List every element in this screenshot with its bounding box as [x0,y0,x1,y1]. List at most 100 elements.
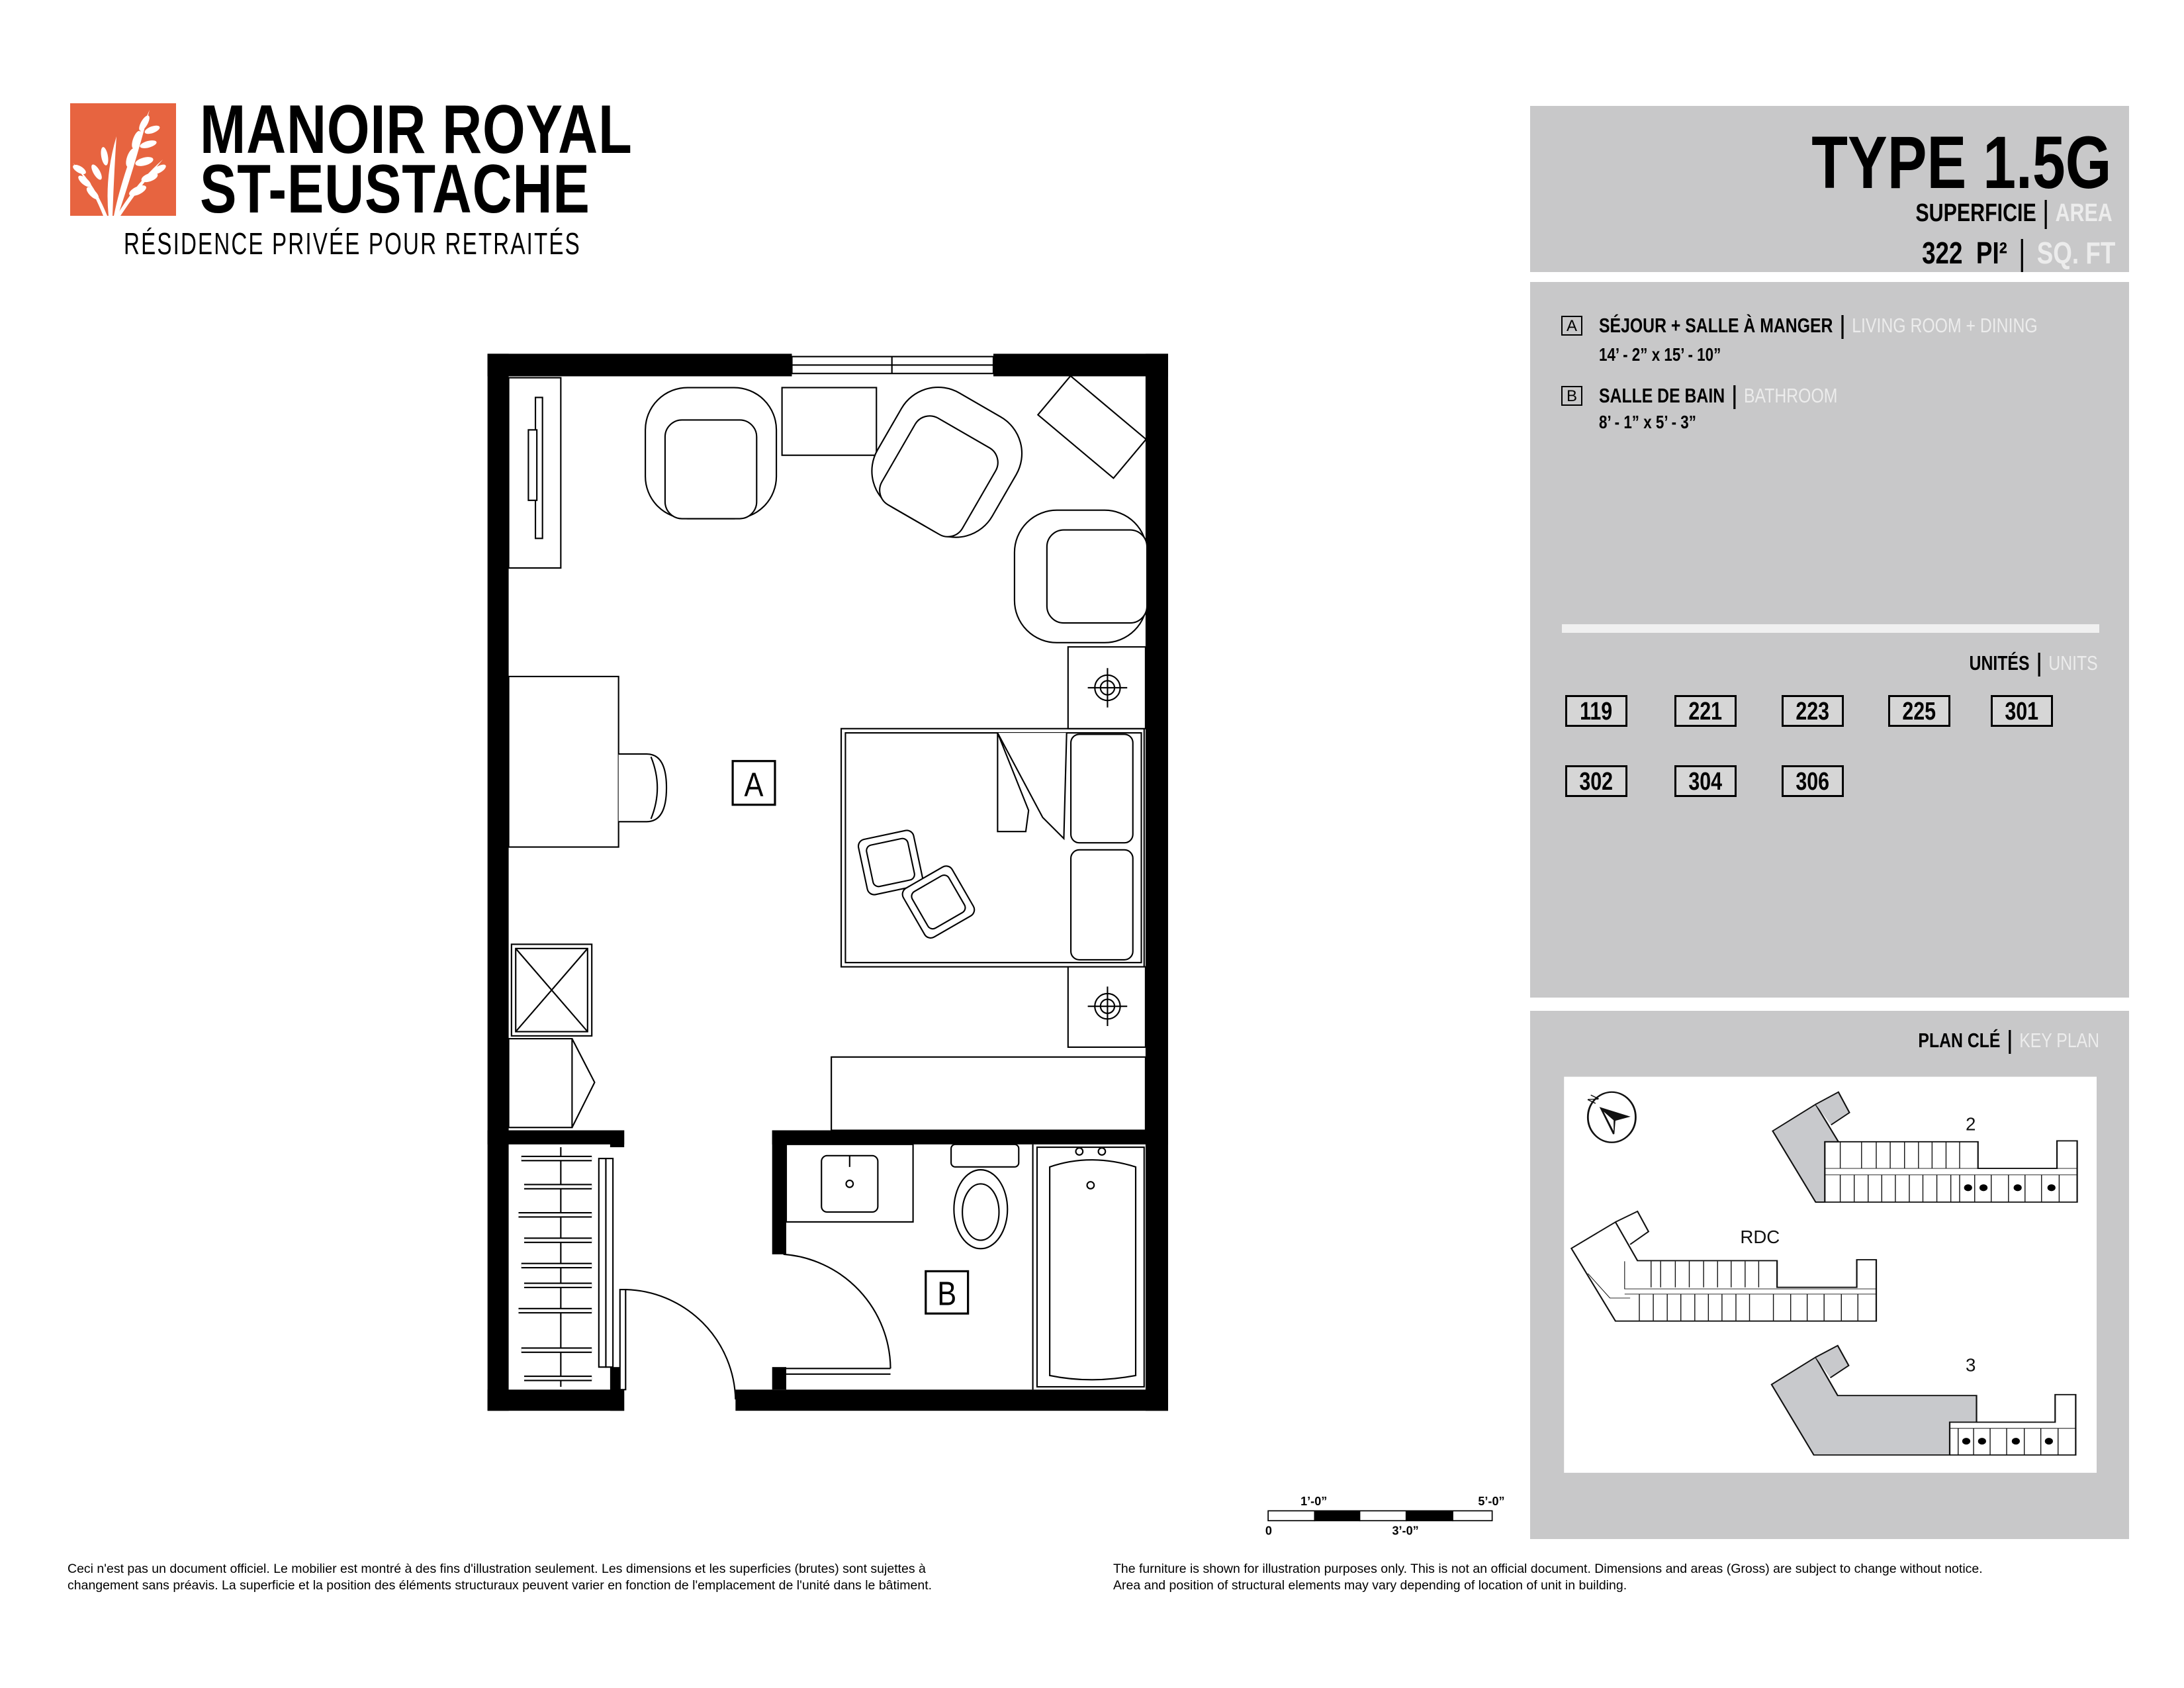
room-b-name-fr: SALLE DE BAIN [1599,384,1725,407]
unit-119[interactable]: 119 [1565,695,1627,727]
unit-221[interactable]: 221 [1674,695,1737,727]
panel-divider [1562,624,2099,633]
brand-name-text: MANOIR ROYAL [200,91,633,168]
unit-304[interactable]: 304 [1674,765,1737,797]
key-plan-label-fr: PLAN CLÉ [1918,1029,2001,1052]
armchair [1013,509,1148,643]
floor-label-rdc: RDC [1740,1227,1780,1247]
brand-tagline: RÉSIDENCE PRIVÉE POUR RETRAITÉS [124,226,759,261]
wall-unit [508,377,562,569]
floor-label-3: 3 [1966,1355,1976,1376]
side-table [781,387,878,456]
unit-225[interactable]: 225 [1888,695,1950,727]
room-b-dims: 8’ - 1” x 5’ - 3” [1599,412,1721,433]
tv-console [1036,375,1148,479]
scale-label: 5’-0” [1478,1495,1504,1508]
unit-number: 223 [1796,698,1830,726]
separator [2009,1029,2011,1054]
scale-label: 1’-0” [1300,1495,1327,1508]
area-number: 322 [1921,236,1963,270]
walls [487,353,1168,1411]
separator [2044,199,2048,229]
pantry [508,1038,596,1129]
unit-306[interactable]: 306 [1782,765,1844,797]
room-label-b-text: B [937,1275,956,1313]
scale-label: 0 [1265,1524,1272,1538]
unit-number: 306 [1796,768,1830,796]
unit-302[interactable]: 302 [1565,765,1627,797]
unit-type-title: TYPE 1.5G [1737,121,2111,204]
area-label-row: SUPERFICIE AREA [1916,199,2113,229]
key-plan-label-row: PLAN CLÉ KEY PLAN [1918,1029,2099,1054]
unit-number: 225 [1902,698,1936,726]
room-label-a [731,760,776,806]
unit-number: 119 [1580,698,1613,726]
unit-223[interactable]: 223 [1782,695,1844,727]
brand-name-line2: ST-EUSTACHE [200,155,688,224]
room-key-b: B [1561,386,1582,406]
scale-label: 3’-0” [1392,1524,1418,1538]
kitchen-counter [831,1056,1146,1131]
floor-plan [487,353,1168,1411]
pillow [1069,849,1134,961]
closet-hangers [518,1147,592,1387]
sliding-closet-door [598,1158,614,1368]
key-plan: N [1570,1091,2078,1456]
toilet [950,1143,1020,1250]
floor-2-plan [1772,1091,2078,1203]
armchair [645,387,778,520]
floor-rdc-plan [1570,1210,1878,1322]
wheat-icon [73,110,166,216]
scale-bar [1267,1510,1493,1522]
room-b-dims-text: 8’ - 1” x 5’ - 3” [1599,412,1696,432]
disclaimer-fr: Ceci n'est pas un document officiel. Le … [68,1561,932,1594]
nightstand [1067,646,1146,729]
disclaimer-fr-line: Ceci n'est pas un document officiel. Le … [68,1562,926,1576]
brand-name-line1: MANOIR ROYAL [200,91,741,168]
key-plan-label-en: KEY PLAN [2019,1029,2099,1052]
desk-chair [618,753,668,823]
unit-type-text: TYPE 1.5G [1811,121,2111,204]
unit-number: 304 [1688,768,1723,796]
disclaimer-en: The furniture is shown for illustration … [1113,1561,1983,1594]
entrance-door[interactable] [619,1289,737,1400]
floor-3-plan [1770,1344,2077,1456]
separator [2038,652,2040,677]
key-plan-label: PLAN CLÉ KEY PLAN [1873,1029,2099,1054]
bathroom-door[interactable] [783,1253,891,1375]
brand-tagline-text: RÉSIDENCE PRIVÉE POUR RETRAITÉS [124,226,581,261]
unit-number: 302 [1579,768,1614,796]
area-label-fr: SUPERFICIE [1915,199,2037,227]
refrigerator [510,943,593,1037]
disclaimer-en-line: Area and position of structural elements… [1113,1578,1627,1593]
room-label-a-text: A [745,767,764,804]
bathtub [1036,1146,1145,1388]
disclaimer-fr-line: changement sans préavis. La superficie e… [68,1578,933,1593]
unit-301[interactable]: 301 [1991,695,2053,727]
separator [2021,238,2023,272]
sink [785,1143,914,1223]
disclaimer-en-line: The furniture is shown for illustration … [1113,1562,1983,1576]
room-label-b [925,1270,970,1315]
separator [1841,314,1844,339]
floor-label-2: 2 [1966,1114,1976,1135]
room-a-dims-text: 14’ - 2” x 15’ - 10” [1599,344,1721,365]
unit-number: 221 [1688,698,1723,726]
key-plan-floor-labels: 2 RDC 3 [1740,1114,1976,1376]
armchair [871,386,1023,538]
area-label-en: AREA [2055,199,2113,227]
room-a-dims: 14’ - 2” x 15’ - 10” [1599,344,1751,365]
brand-logo [70,103,176,216]
window [791,355,995,375]
scale-bar-labels: 0 1’-0” 3’-0” 5’-0” [1265,1495,1505,1538]
units-label-fr: UNITÉS [1969,651,2030,675]
area-unit-fr: PI² [1976,236,2007,270]
nightstand [1067,966,1146,1048]
